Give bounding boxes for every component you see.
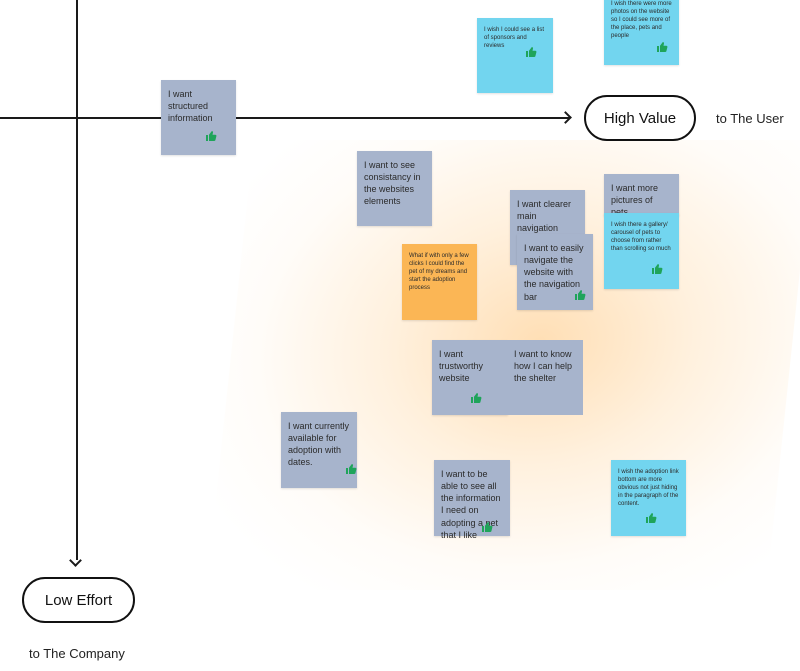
thumbs-up-icon — [645, 512, 657, 524]
thumbs-up-icon — [525, 46, 537, 58]
sticky-note[interactable]: I want trustworthy website — [432, 340, 508, 415]
thumbs-up-icon — [470, 392, 482, 404]
horizontal-axis-line — [0, 117, 569, 119]
note-text: I want more pictures of pets — [611, 183, 659, 217]
sticky-note[interactable]: I want more pictures of pets — [604, 174, 679, 217]
note-text: I want currently available for adoption … — [288, 421, 350, 468]
thumbs-up-icon — [481, 521, 493, 533]
low-effort-pill[interactable]: Low Effort — [22, 577, 135, 623]
note-text: I want trustworthy website — [439, 349, 484, 384]
high-value-label: High Value — [603, 109, 677, 127]
sticky-note[interactable]: What if with only a few clicks I could f… — [402, 244, 477, 320]
arrow-down-icon — [69, 554, 82, 567]
thumbs-up-icon — [656, 41, 668, 53]
note-text: I want to be able to see all the informa… — [441, 469, 501, 540]
vertical-axis-line — [76, 0, 78, 560]
sticky-note[interactable]: I want structured information — [161, 80, 236, 155]
arrow-right-icon — [559, 111, 572, 124]
thumbs-up-icon — [574, 289, 586, 301]
note-text: I want to easily navigate the website wi… — [524, 243, 584, 302]
sticky-note[interactable]: I wish I could see a list of sponsors an… — [477, 18, 553, 93]
note-text: I wish there were more photos on the web… — [611, 1, 672, 40]
sticky-note[interactable]: I wish there were more photos on the web… — [604, 0, 679, 65]
note-text: What if with only a few clicks I could f… — [409, 253, 469, 292]
sticky-note[interactable]: I want to easily navigate the website wi… — [517, 234, 593, 310]
note-text: I wish the adoption link bottom are more… — [618, 469, 679, 508]
y-axis-caption: to The Company — [29, 646, 125, 661]
note-text: I wish there a gallery/ carousel of pets… — [611, 222, 671, 253]
low-effort-label: Low Effort — [44, 591, 113, 609]
thumbs-up-icon — [205, 130, 217, 142]
note-text: I want to see consistancy in the website… — [364, 160, 421, 207]
sticky-note[interactable]: I want to be able to see all the informa… — [434, 460, 510, 540]
note-text: I wish I could see a list of sponsors an… — [484, 27, 545, 50]
sticky-note[interactable]: I want currently available for adoption … — [281, 412, 357, 488]
x-axis-caption: to The User — [716, 111, 784, 126]
thumbs-up-icon — [651, 263, 663, 275]
high-value-pill[interactable]: High Value — [584, 95, 696, 141]
note-text: I want to know how I can help the shelte… — [514, 349, 573, 384]
thumbs-up-icon — [345, 463, 357, 475]
sticky-note[interactable]: I want to see consistancy in the website… — [357, 151, 432, 226]
note-text: I want structured information — [168, 89, 213, 124]
note-text: I want clearer main navigation — [517, 199, 572, 234]
sticky-note[interactable]: I wish the adoption link bottom are more… — [611, 460, 686, 536]
sticky-note[interactable]: I want to know how I can help the shelte… — [507, 340, 583, 415]
sticky-note[interactable]: I wish there a gallery/ carousel of pets… — [604, 213, 679, 289]
